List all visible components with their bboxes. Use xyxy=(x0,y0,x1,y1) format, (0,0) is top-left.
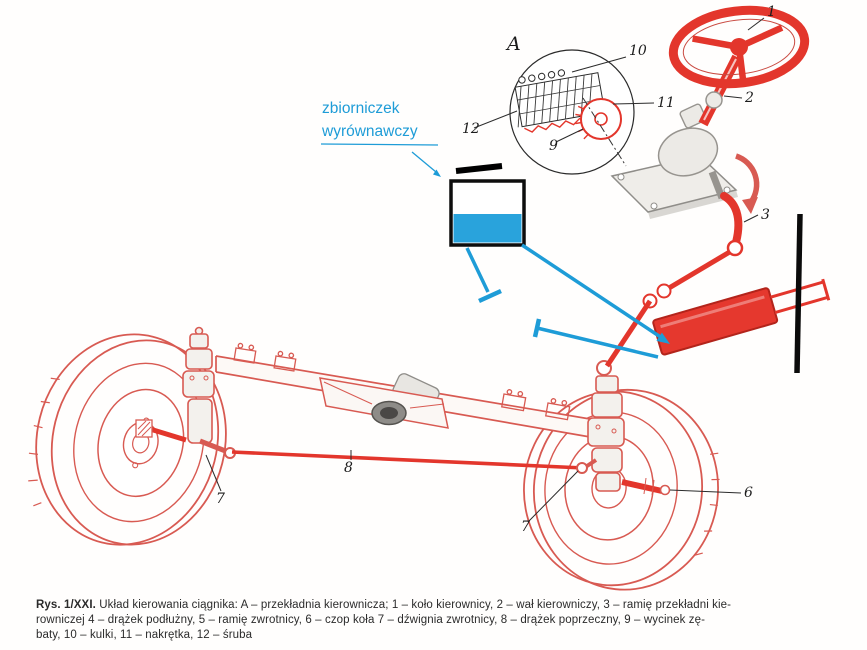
gear-sector xyxy=(575,98,622,140)
caption-line-3: baty, 10 – kulki, 11 – nakrętka, 12 – śr… xyxy=(36,629,253,641)
hydraulic-cylinder xyxy=(652,278,831,356)
reservoir-cap-mark xyxy=(455,163,503,174)
annotation-label-line1: zbiorniczek xyxy=(322,100,400,117)
left-tire-tread-ticks xyxy=(28,377,60,507)
caption-figure-number: Rys. 1/XXI. xyxy=(36,599,96,611)
right-tie-rod-joint xyxy=(576,462,588,474)
steering-balls xyxy=(518,69,566,84)
pitman-arm xyxy=(720,192,744,257)
callout-6: 6 xyxy=(744,485,753,501)
rotation-arrow xyxy=(735,153,760,214)
mounting-plate xyxy=(610,155,738,219)
sector-axis-line xyxy=(582,97,627,167)
steering-column xyxy=(698,54,742,127)
hose-line-3 xyxy=(536,326,659,359)
left-wheel xyxy=(28,333,227,546)
right-kingpin xyxy=(576,360,671,496)
axle-center-housing xyxy=(319,373,449,429)
axle-brackets xyxy=(233,342,571,421)
steering-wheel-hub xyxy=(730,38,748,56)
caption-line-1: Rys. 1/XXI. Układ kierowania ciągnika: A… xyxy=(36,598,836,613)
callout-10: 10 xyxy=(629,43,647,59)
hose-line-1 xyxy=(465,247,490,293)
annotation-underline xyxy=(320,143,439,146)
callout-3: 3 xyxy=(761,207,770,223)
caption-line-2: rowniczej 4 – drążek podłużny, 5 – ramię… xyxy=(36,614,706,626)
hose-line-2 xyxy=(521,243,663,340)
callout-2: 2 xyxy=(744,90,754,106)
steering-gearbox xyxy=(657,103,726,200)
tie-rod xyxy=(231,450,585,470)
reservoir-group xyxy=(449,163,526,247)
figure-caption: Rys. 1/XXI. Układ kierowania ciągnika: A… xyxy=(36,598,836,643)
callout-9: 9 xyxy=(549,138,558,154)
right-tire-tread-ticks xyxy=(694,452,720,556)
callout-12: 12 xyxy=(462,121,480,137)
callout-7-left: 7 xyxy=(216,491,225,507)
left-kingpin xyxy=(182,326,236,459)
caption-line-1-text: Układ kierowania ciągnika: A – przekładn… xyxy=(95,599,732,611)
vertical-bar xyxy=(794,213,803,374)
reservoir-liquid xyxy=(453,214,522,243)
column-collar xyxy=(705,91,723,109)
left-stub-axle xyxy=(135,419,187,443)
blue-annotation-lines xyxy=(411,151,670,359)
annotation-label-line2: wyrównawczy xyxy=(321,123,418,140)
wheel-spindle xyxy=(621,477,671,496)
annotation-arrow xyxy=(411,151,437,173)
callout-1: 1 xyxy=(767,4,776,20)
steering-wheel xyxy=(668,5,810,89)
drag-link xyxy=(604,247,735,368)
callout-8: 8 xyxy=(344,460,353,476)
detail-circle-A xyxy=(509,49,635,175)
callout-leader-lines xyxy=(205,17,765,523)
callout-11: 11 xyxy=(657,95,675,111)
callout-A: A xyxy=(505,33,521,55)
callout-7-right: 7 xyxy=(521,519,530,535)
